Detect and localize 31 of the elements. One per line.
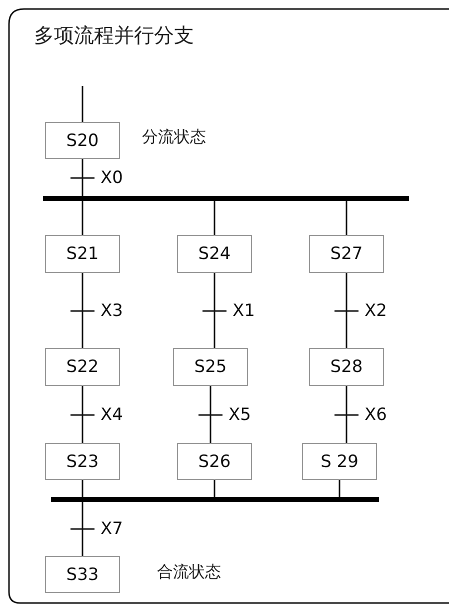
connector-line [346,201,348,235]
step-box: S28 [309,348,384,386]
step-box: S22 [45,348,120,386]
step-box: S 29 [302,443,377,480]
step-box: S20 [45,122,120,159]
connector-line [214,480,216,497]
step-box: S26 [177,443,252,480]
connector-line [214,201,216,235]
sync-bar [51,497,379,502]
connector-line [82,86,84,122]
connector-line [82,502,84,556]
step-box: S23 [45,443,120,480]
step-box: S33 [45,556,120,593]
step-box: S27 [309,235,384,273]
connector-line [82,480,84,497]
connector-line [82,159,84,196]
state-note: 分流状态 [142,127,206,148]
step-box: S24 [177,235,252,273]
connector-line [82,273,84,348]
connector-line [338,480,340,497]
sync-bar [43,196,409,201]
state-note: 合流状态 [157,562,221,583]
connector-line [346,273,348,348]
diagram-title: 多项流程并行分支 [34,22,194,49]
step-box: S21 [45,235,120,273]
connector-line [82,386,84,443]
connector-line [210,386,212,443]
connector-line [346,386,348,443]
step-box: S25 [173,348,248,386]
connector-line [82,201,84,235]
connector-line [214,273,216,348]
